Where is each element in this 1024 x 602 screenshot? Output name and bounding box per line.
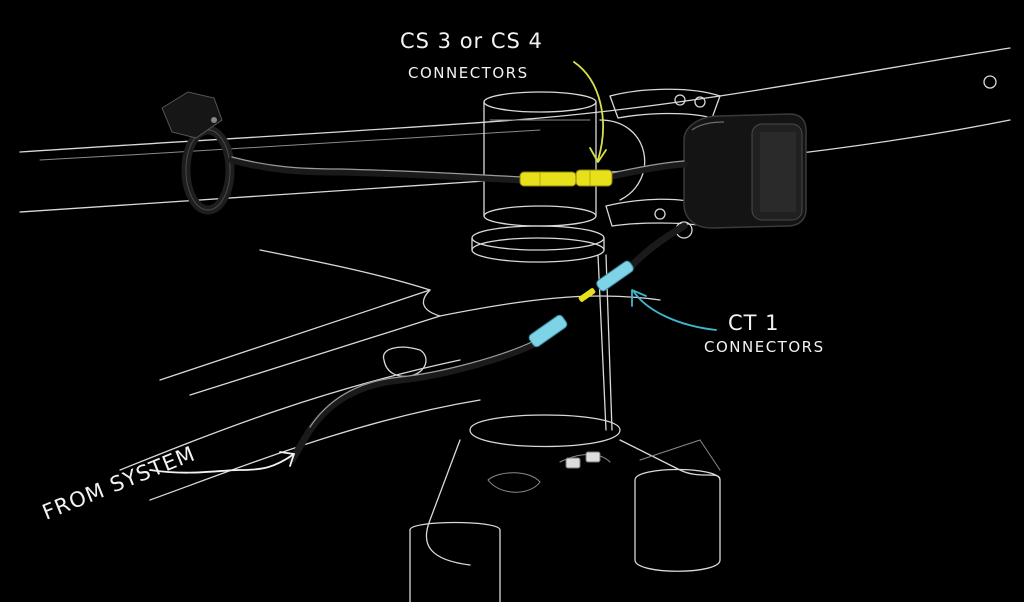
cs-arrow [573,61,607,163]
cs-connector [519,169,613,187]
ct-connector [528,260,634,348]
headlight-icon [683,113,807,229]
cs-label-title: CS 3 or CS 4 [400,29,543,53]
fork-plugs [565,451,601,469]
handlebar-remote-icon [161,91,235,215]
frame-outline [19,47,1011,602]
from-system-label: FROM SYSTEM [39,441,199,524]
stem-cylinder [471,91,646,263]
cs-label-subtitle: CONNECTORS [408,64,529,82]
cables [228,156,688,464]
system-arrow [149,451,295,474]
ct-label-subtitle: CONNECTORS [704,338,825,356]
ct-arrow [631,289,717,331]
ct-label-title: CT 1 [728,311,780,335]
